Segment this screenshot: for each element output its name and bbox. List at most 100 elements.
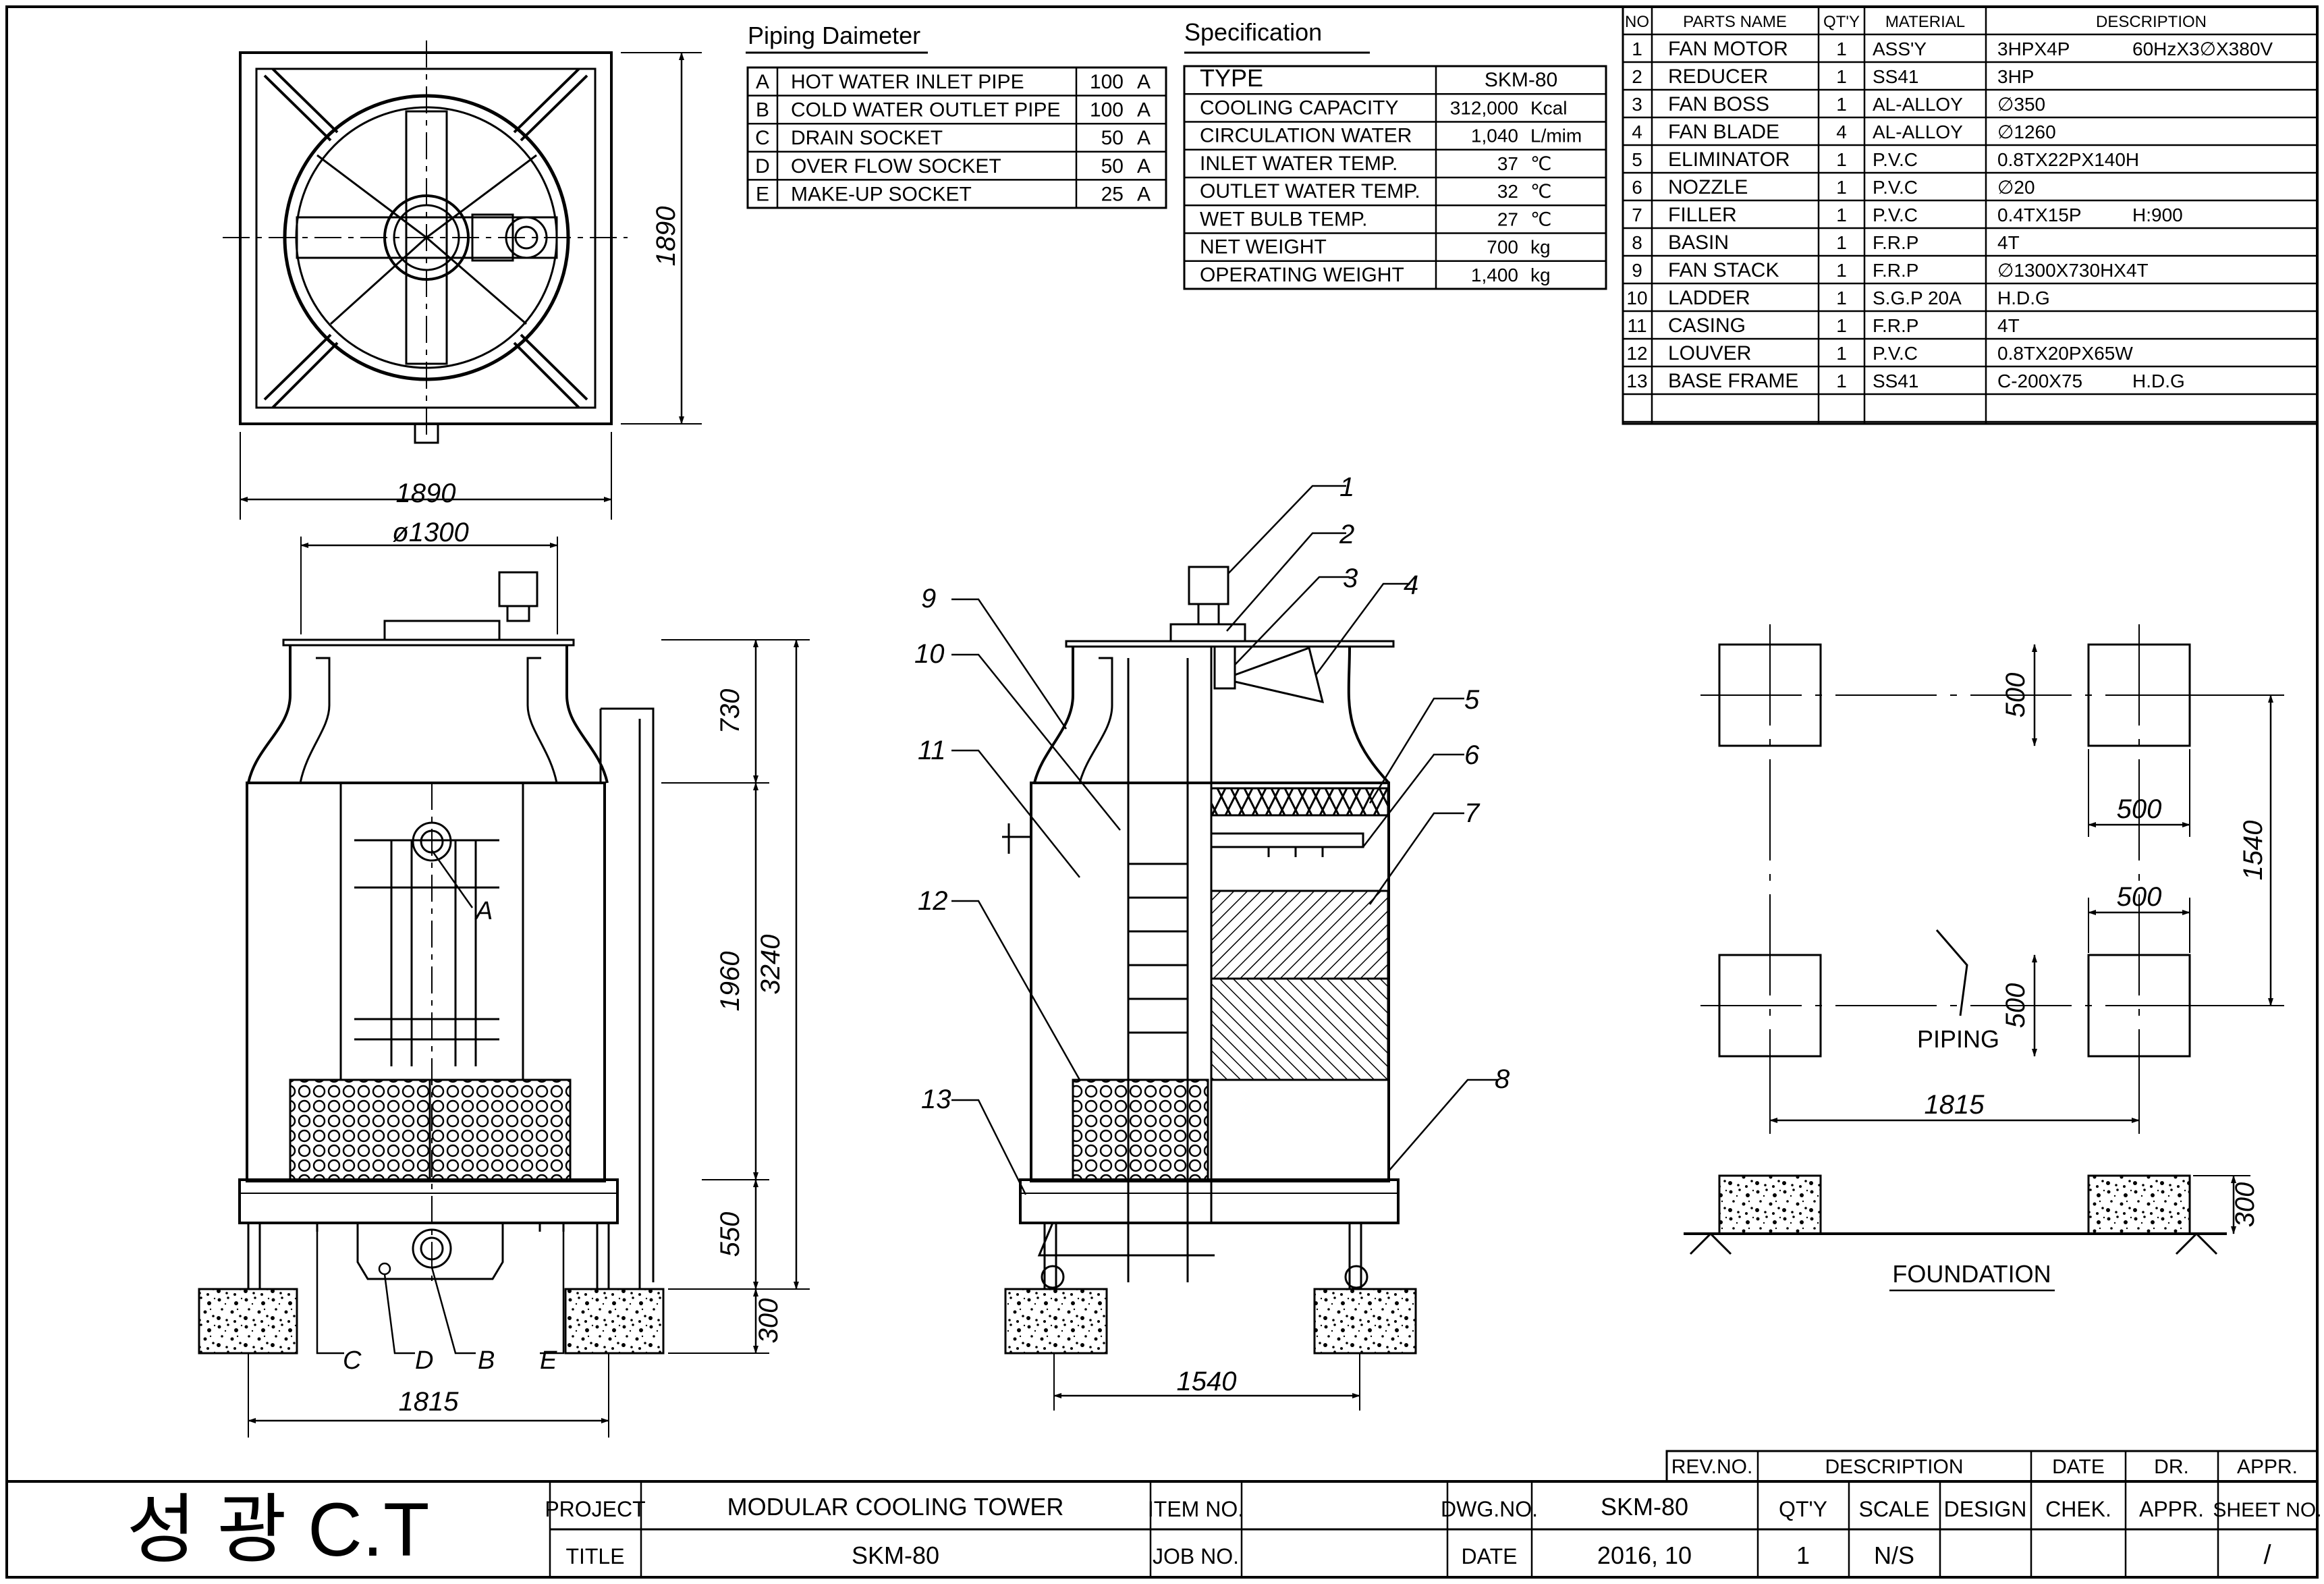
parts-header-no: NO (1625, 13, 1649, 31)
callout-7: 7 (1464, 798, 1481, 828)
part-name: FAN STACK (1668, 259, 1779, 281)
part-material: P.V.C (1873, 343, 1918, 364)
spec-unit: Kcal (1530, 97, 1567, 118)
part-qty: 1 (1836, 343, 1847, 364)
title-block (7, 1450, 2319, 1577)
spec-value: 37 (1497, 153, 1518, 174)
part-material: P.V.C (1873, 177, 1918, 198)
part-material: AL-ALLOY (1873, 94, 1963, 115)
part-name: REDUCER (1668, 65, 1768, 88)
qty-label: QT'Y (1779, 1497, 1827, 1521)
part-name: FILLER (1668, 204, 1737, 226)
part-material: SS41 (1873, 371, 1919, 391)
qty-value: 1 (1796, 1541, 1810, 1569)
dim-h1960: 1960 (715, 952, 745, 1012)
pipe-size: 100 (1090, 99, 1124, 121)
project-value: MODULAR COOLING TOWER (727, 1493, 1064, 1521)
part-no: 12 (1626, 343, 1647, 364)
part-description: 3HPX4P (1997, 38, 2070, 59)
rev-description-label: DESCRIPTION (1825, 1456, 1963, 1478)
part-description: H.D.G (1997, 288, 2050, 308)
part-material: SS41 (1873, 66, 1919, 87)
spec-unit: kg (1530, 265, 1551, 285)
dim-f500-b: 500 (2117, 794, 2162, 824)
parts-header-name: PARTS NAME (1683, 13, 1787, 31)
part-no: 11 (1627, 315, 1647, 336)
part-qty: 1 (1836, 371, 1847, 391)
spec-value: 1,040 (1471, 126, 1518, 146)
pipe-size: 100 (1090, 71, 1124, 93)
callout-11: 11 (918, 736, 946, 765)
spec-value: 312,000 (1450, 97, 1518, 118)
dim-h550: 550 (715, 1212, 745, 1257)
dim-h300: 300 (754, 1299, 783, 1344)
dwg-no-value: SKM-80 (1601, 1493, 1688, 1521)
part-description: 0.8TX20PX65W (1997, 343, 2133, 364)
spec-value: 1,400 (1471, 265, 1518, 285)
part-name: FAN MOTOR (1668, 38, 1788, 60)
date-label: DATE (1462, 1544, 1518, 1568)
check-label: CHEK. (2045, 1497, 2111, 1521)
callout-4: 4 (1404, 570, 1418, 600)
part-qty: 1 (1836, 177, 1847, 198)
part-material: P.V.C (1873, 204, 1918, 225)
part-material: F.R.P (1873, 260, 1918, 281)
spec-unit: L/mim (1530, 126, 1582, 146)
part-description: 0.8TX22PX140H (1997, 149, 2139, 170)
part-name: BASIN (1668, 231, 1729, 254)
piping-table-title: Piping Daimeter (748, 22, 920, 49)
part-qty: 1 (1836, 315, 1847, 336)
pipe-code: E (756, 183, 769, 205)
pipe-label-e: E (540, 1346, 557, 1375)
rev-date-label: DATE (2052, 1456, 2105, 1478)
callout-10: 10 (914, 639, 945, 669)
dim-stack-dia: ø1300 (392, 518, 468, 547)
dim-top-height: 1890 (651, 207, 681, 267)
part-name: BASE FRAME (1668, 370, 1798, 392)
spec-label: INLET WATER TEMP. (1200, 153, 1398, 175)
part-name: LOUVER (1668, 342, 1751, 364)
spec-unit: ℃ (1530, 181, 1551, 202)
title-label: TITLE (565, 1544, 624, 1568)
top-plan-view (223, 40, 702, 520)
part-no: 9 (1632, 260, 1642, 281)
pipe-unit: A (1137, 183, 1151, 205)
pipe-size: 50 (1101, 155, 1124, 177)
pipe-name: COLD WATER OUTLET PIPE (791, 99, 1061, 121)
spec-label: OPERATING WEIGHT (1200, 264, 1404, 286)
pipe-code: D (755, 155, 770, 177)
spec-value: 700 (1487, 237, 1518, 258)
pipe-label-d: D (415, 1346, 433, 1375)
callout-5: 5 (1464, 685, 1480, 715)
company-logo: 성 광 C.T (127, 1487, 430, 1572)
design-label: DESIGN (1944, 1497, 2027, 1521)
part-description-extra: H:900 (2132, 204, 2183, 225)
dim-h3240: 3240 (756, 935, 785, 995)
part-material: F.R.P (1873, 232, 1918, 253)
foundation-plan (1684, 624, 2284, 1292)
spec-label: WET BULB TEMP. (1200, 208, 1367, 230)
pipe-code: A (756, 71, 769, 93)
dim-side-width: 1540 (1177, 1367, 1237, 1396)
dim-f500-d: 500 (2001, 983, 2030, 1029)
part-description: ∅1300X730HX4T (1997, 260, 2149, 281)
part-qty: 1 (1836, 38, 1847, 59)
part-qty: 1 (1836, 204, 1847, 225)
piping-table (746, 51, 1167, 209)
part-qty: 1 (1836, 66, 1847, 87)
part-description: 0.4TX15P (1997, 204, 2082, 225)
spec-table (1183, 51, 1607, 290)
rev-appr-label: APPR. (2237, 1456, 2298, 1478)
part-material: P.V.C (1873, 149, 1918, 170)
pipe-label-b: B (478, 1346, 495, 1375)
callout-12: 12 (918, 886, 948, 916)
spec-value: SKM-80 (1485, 69, 1557, 91)
dim-f1540: 1540 (2238, 821, 2268, 881)
scale-label: SCALE (1859, 1497, 1930, 1521)
part-no: 8 (1632, 232, 1642, 253)
part-name: CASING (1668, 315, 1746, 337)
dim-f500-a: 500 (2001, 673, 2030, 718)
part-description: 4T (1997, 315, 2020, 336)
spec-label: COOLING CAPACITY (1200, 97, 1399, 119)
